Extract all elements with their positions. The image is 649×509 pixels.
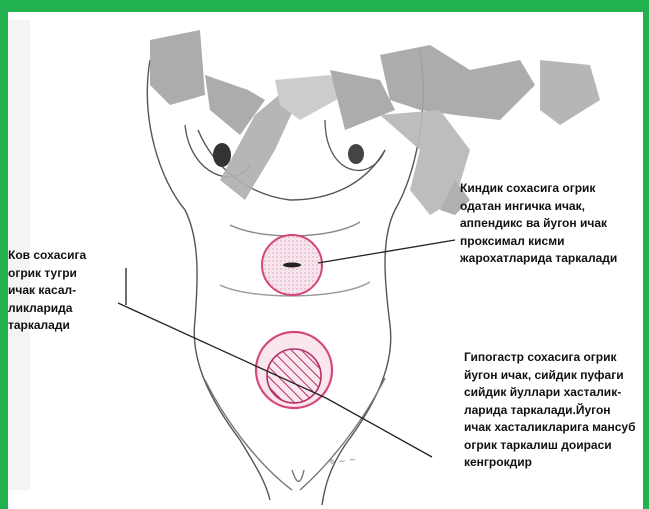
umbilical-pain-label: Киндик сохасига огрик одатан ингичка ича… [460, 180, 649, 268]
umbilical-region-circle [262, 235, 322, 295]
hypogastric-pain-label: Гипогастр сохасига огрик йугон ичак, сий… [464, 349, 649, 472]
breast-shapes [185, 120, 385, 177]
hypogastric-region-circle [256, 332, 332, 408]
pubic-pain-label: Ков сохасига огрик тугри ичак касал- лик… [8, 247, 118, 335]
